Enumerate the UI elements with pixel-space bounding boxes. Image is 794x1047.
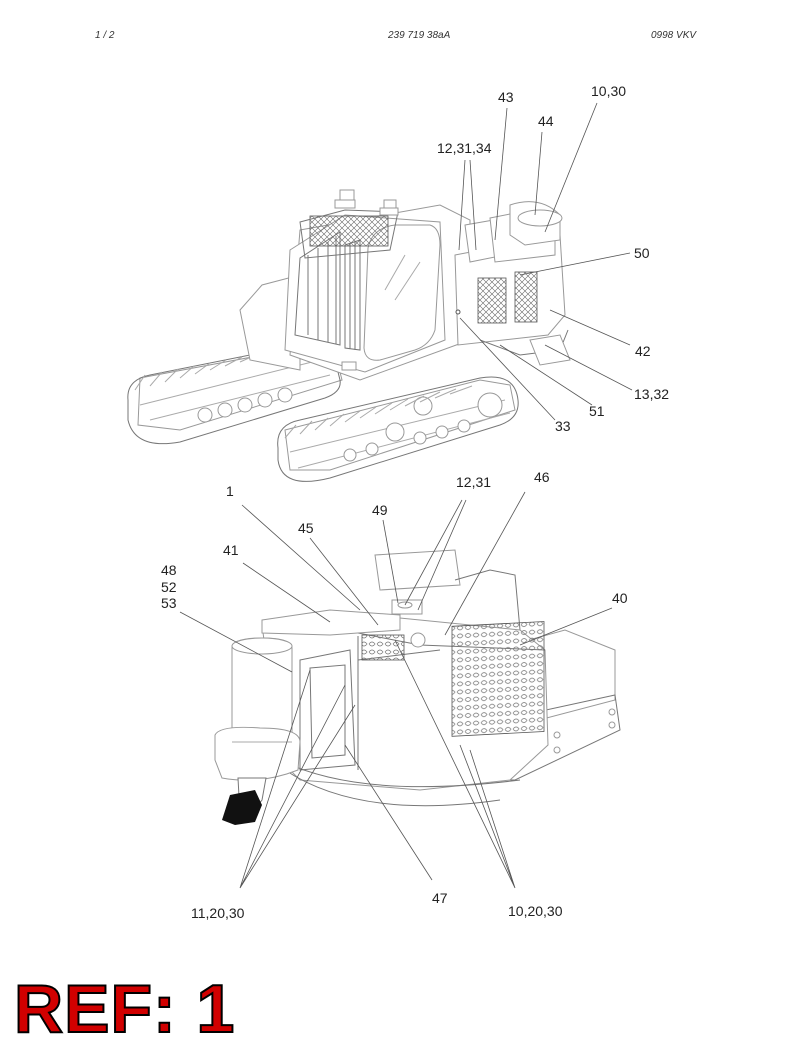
callout-49: 49 xyxy=(372,502,388,518)
rear-housing-detail xyxy=(214,549,621,825)
callout-53: 53 xyxy=(161,595,177,611)
page-number: 1 / 2 xyxy=(95,30,115,41)
callout-52: 52 xyxy=(161,579,177,595)
callout-12-31-34: 12,31,34 xyxy=(437,140,492,156)
callout-51: 51 xyxy=(589,403,605,419)
reference-label: REF: 1 xyxy=(13,971,236,1047)
right-track-rollers xyxy=(343,419,471,462)
right-track xyxy=(277,376,519,482)
callout-41: 41 xyxy=(223,542,239,558)
callout-45: 45 xyxy=(298,520,314,536)
callout-11-20-30: 11,20,30 xyxy=(191,905,245,921)
callout-43: 43 xyxy=(498,89,514,105)
callout-47: 47 xyxy=(432,890,448,906)
callout-12-31: 12,31 xyxy=(456,474,491,490)
callout-10-20-30: 10,20,30 xyxy=(508,903,563,919)
top-leader-lines xyxy=(458,102,633,421)
callout-42: 42 xyxy=(635,343,651,359)
bottom-leader-lines xyxy=(179,491,613,889)
callout-33: 33 xyxy=(555,418,571,434)
callout-1: 1 xyxy=(226,483,234,499)
top-callouts: 43 10,30 44 12,31,34 50 42 13,32 51 33 xyxy=(437,83,669,434)
left-track-rollers xyxy=(197,387,293,423)
callout-10-30: 10,30 xyxy=(591,83,626,99)
callout-48: 48 xyxy=(161,562,177,578)
callout-46: 46 xyxy=(534,469,550,485)
callout-44: 44 xyxy=(538,113,554,129)
document-number: 239 719 38aA xyxy=(388,30,451,41)
bottom-callouts: 12,31 46 1 49 45 41 48 52 53 40 47 11,20… xyxy=(161,469,628,921)
callout-13-32: 13,32 xyxy=(634,386,669,402)
callout-50: 50 xyxy=(634,245,650,261)
revision-code: 0998 VKV xyxy=(651,30,697,41)
excavator-overview xyxy=(127,189,571,482)
operator-cab xyxy=(284,189,446,373)
callout-40: 40 xyxy=(612,590,628,606)
